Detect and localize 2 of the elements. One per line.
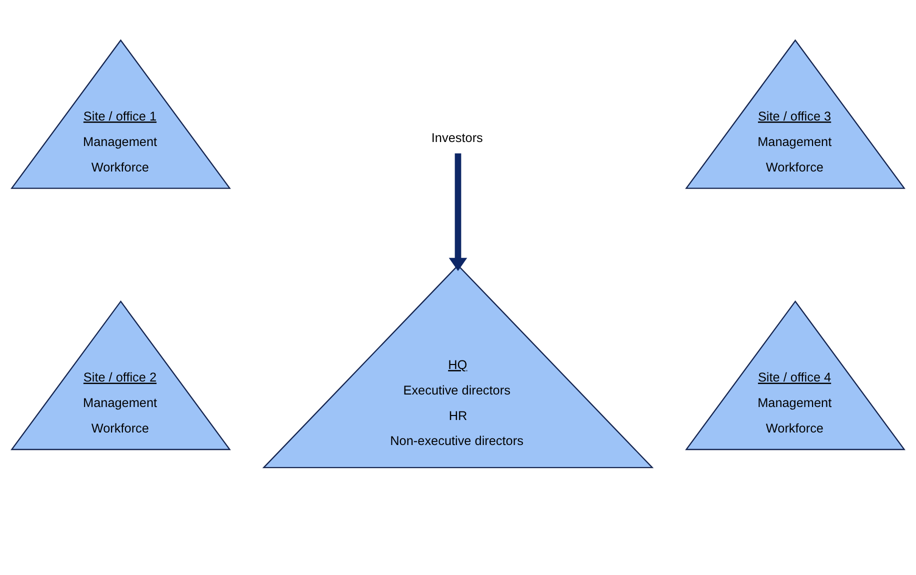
arrow bbox=[448, 153, 468, 271]
node-text: Investors bbox=[431, 130, 483, 145]
